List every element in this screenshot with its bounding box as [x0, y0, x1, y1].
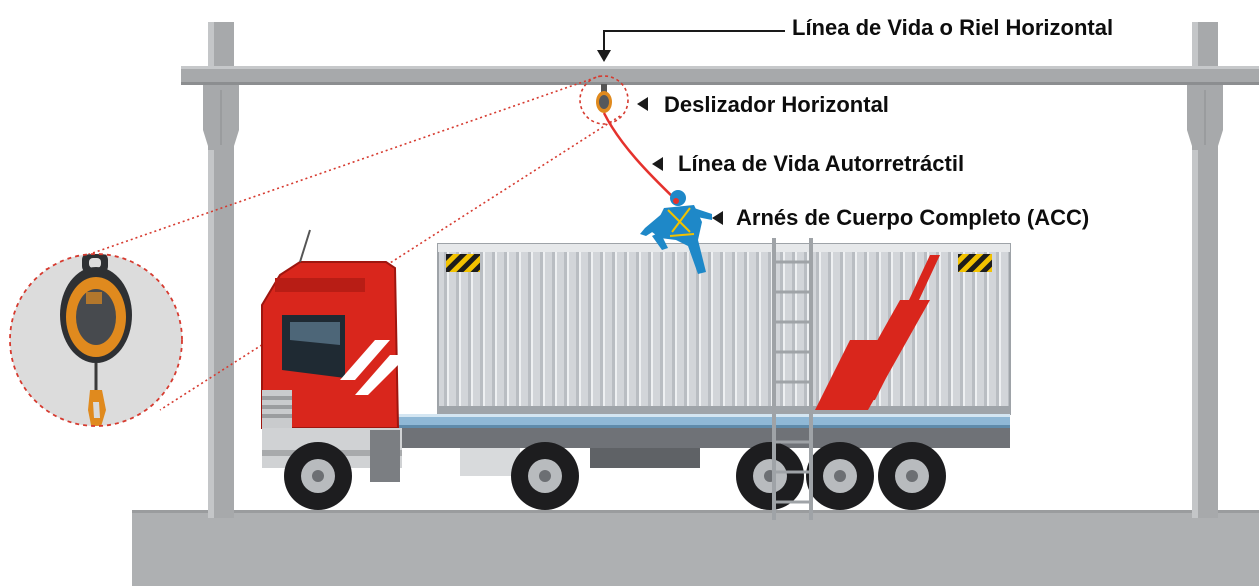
truck-cab	[261, 229, 400, 429]
shipping-container	[437, 243, 1011, 415]
rail-callout-leader	[597, 30, 785, 62]
horizontal-slider-device	[596, 84, 612, 113]
wheel-trailer-1	[736, 442, 804, 510]
full-body-harness-label: Arnés de Cuerpo Completo (ACC)	[736, 205, 1090, 230]
pointer-icon	[637, 97, 648, 111]
left-column	[203, 22, 239, 518]
wheel-front	[284, 442, 352, 510]
zoom-leader-lines	[43, 75, 621, 411]
hazard-stripe-right	[958, 254, 992, 272]
lifeline-rail-label: Línea de Vida o Riel Horizontal	[792, 15, 1114, 40]
ladder	[772, 238, 813, 520]
horizontal-slider-label: Deslizador Horizontal	[664, 92, 889, 117]
container-red-graphic	[815, 255, 940, 410]
pointer-icon	[712, 211, 723, 225]
zoom-detail-circle	[9, 253, 183, 427]
flatbed-trailer	[398, 414, 1010, 476]
pointer-icon	[652, 157, 663, 171]
self-retracting-lifeline-label: Línea de Vida Autorretráctil	[678, 151, 965, 176]
worker-figure	[640, 190, 712, 274]
right-column	[1187, 22, 1223, 518]
hazard-stripe-left	[446, 254, 480, 272]
truck-wheels	[284, 442, 946, 510]
floor	[132, 510, 1259, 586]
self-retracting-lifeline-cable	[602, 112, 677, 201]
horizontal-rail-beam	[181, 66, 1259, 85]
down-arrow-icon	[597, 50, 611, 62]
slider-highlight-circle	[579, 75, 629, 125]
wheel-drive	[511, 442, 579, 510]
self-retracting-device	[60, 254, 132, 426]
wheel-trailer-2	[806, 442, 874, 510]
harness-straps	[667, 207, 695, 237]
wheel-trailer-3	[878, 442, 946, 510]
